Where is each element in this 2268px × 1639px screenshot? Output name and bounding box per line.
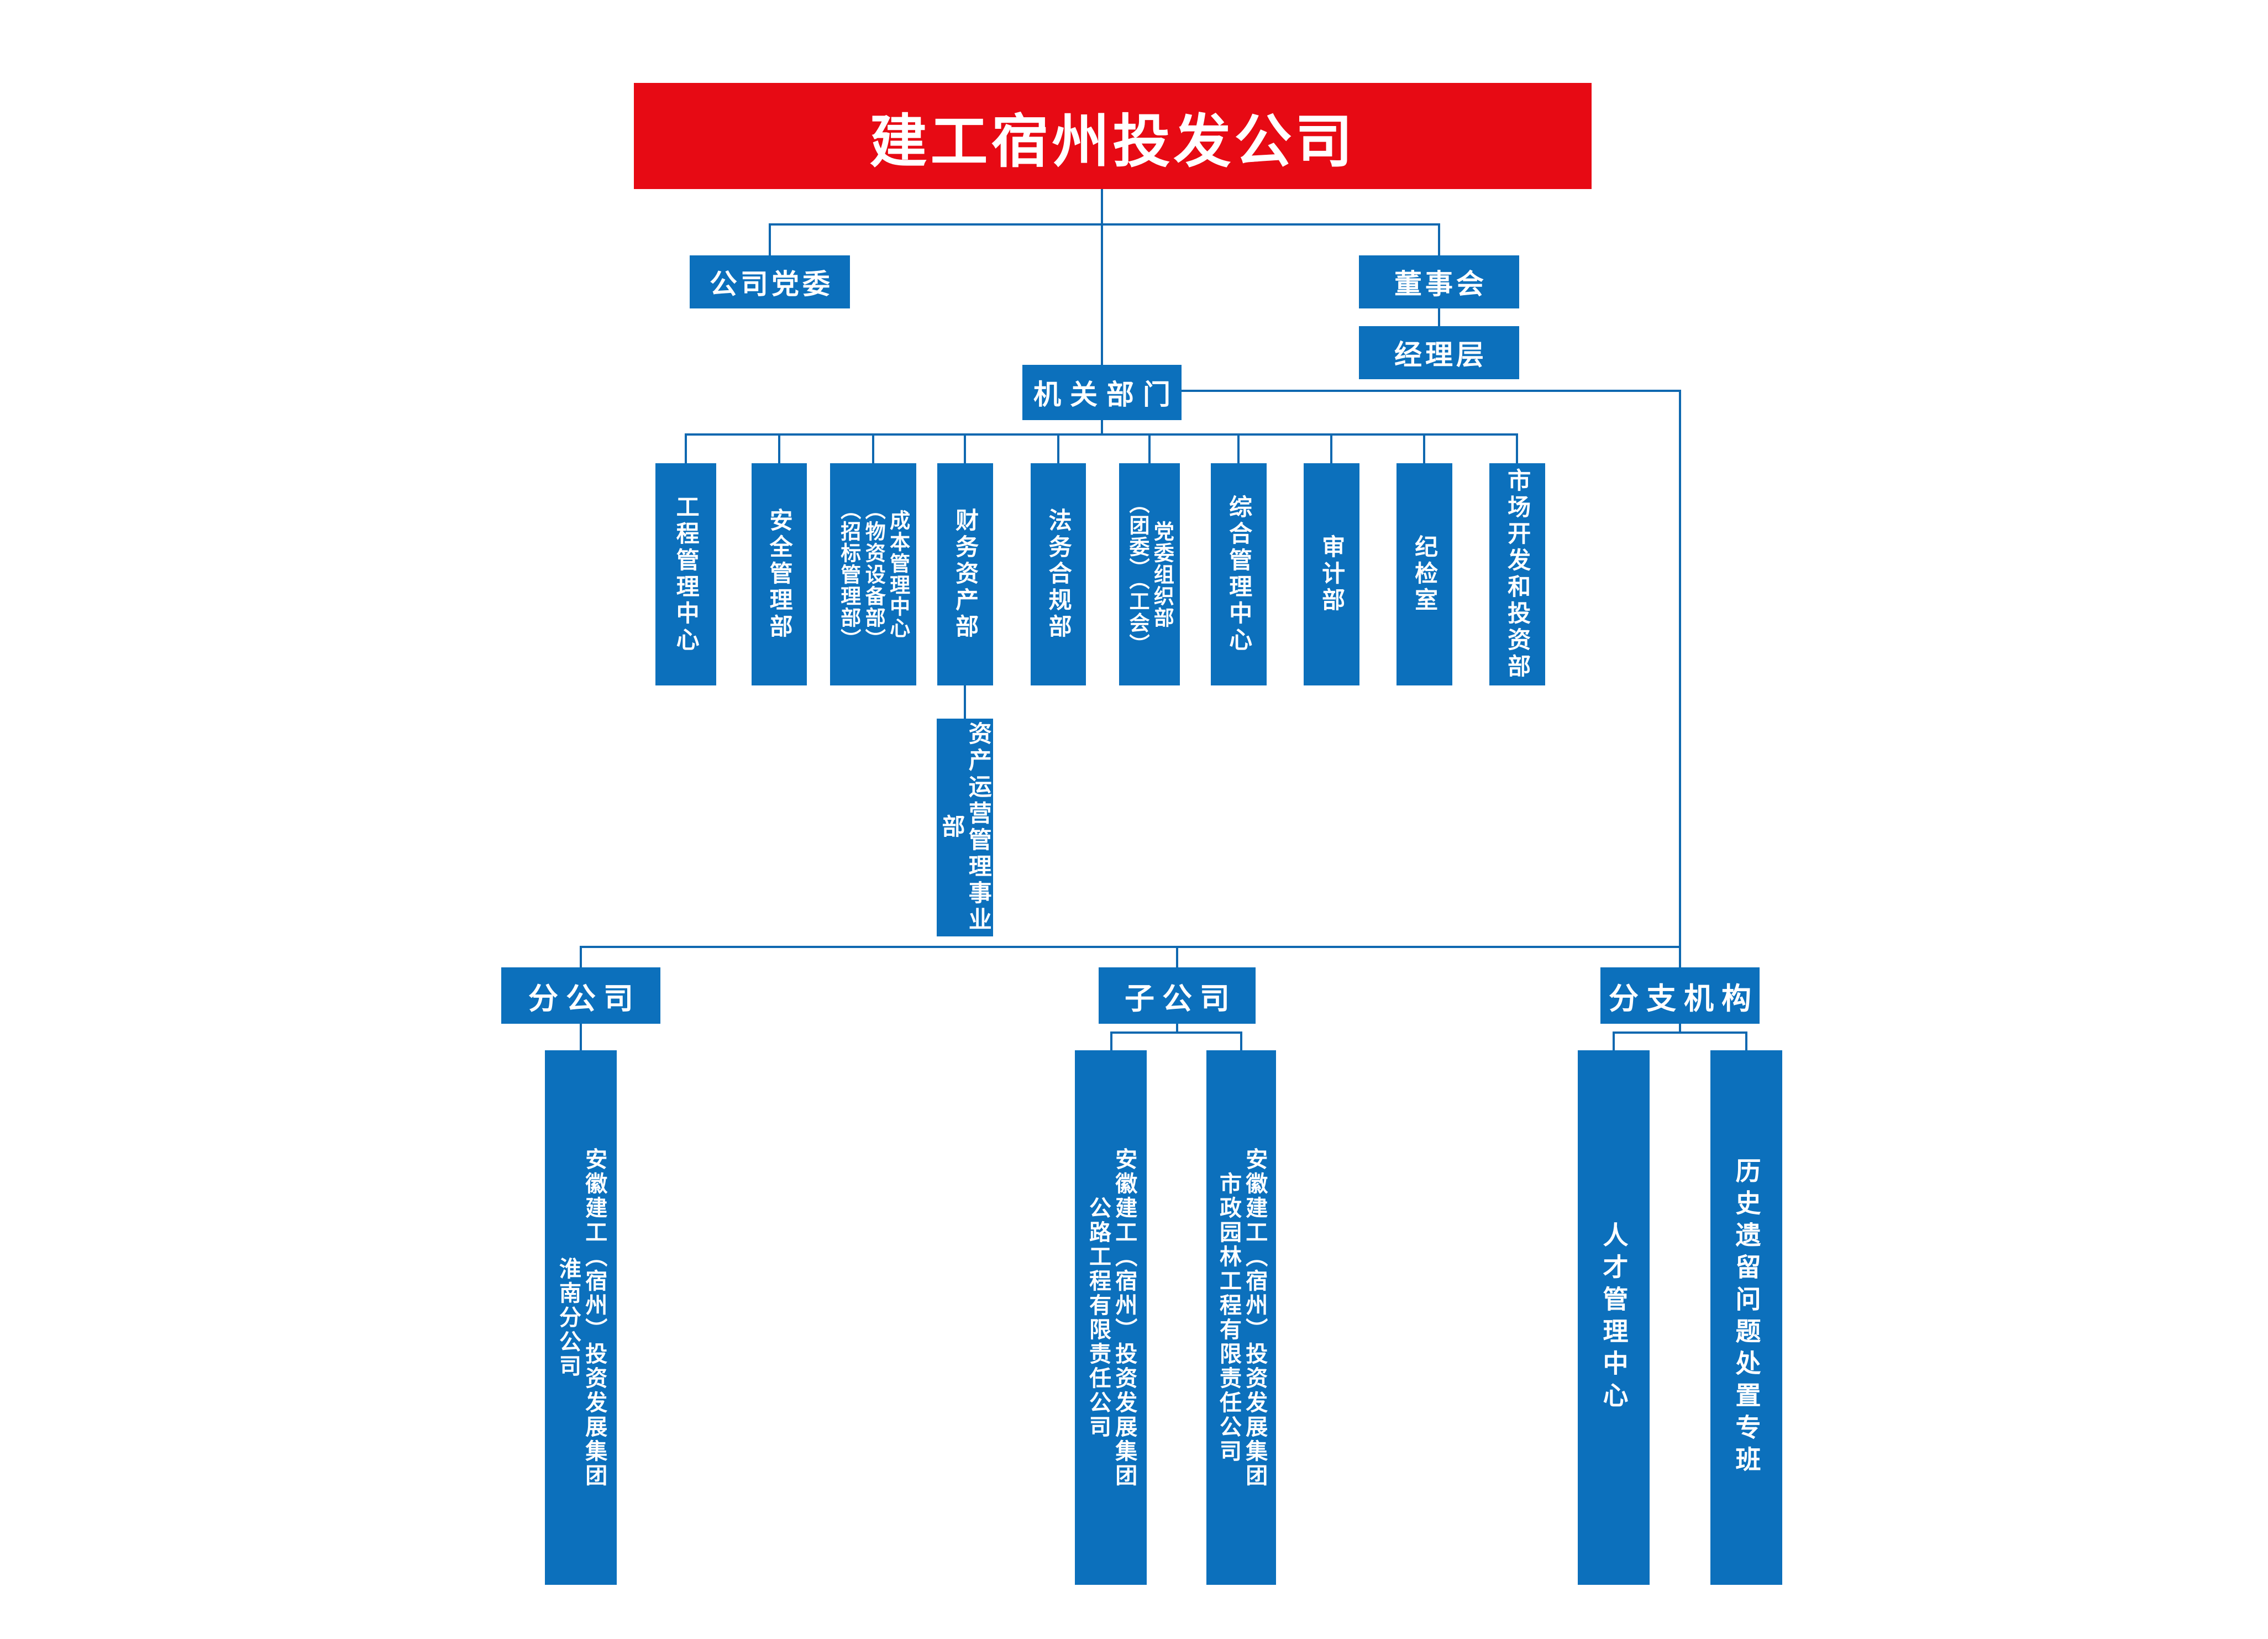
road-engineering-company-box: 安徽建工（宿州）投资发展集团 公路工程有限责任公司 xyxy=(1075,1050,1147,1585)
department-label: （招标管理部） xyxy=(837,499,861,650)
department-box-audit-dept: 审计部 xyxy=(1304,463,1359,685)
connector-line xyxy=(685,433,1518,436)
department-box-party-organization-dept: 党委组织部 （团委）（工会） xyxy=(1119,463,1180,685)
connector-line xyxy=(580,1024,582,1050)
department-box-market-development-investment-dept: 市场开发和投资部 xyxy=(1489,463,1545,685)
connector-line xyxy=(1613,1031,1615,1050)
department-box-discipline-inspection-office: 纪检室 xyxy=(1397,463,1452,685)
connector-line xyxy=(1679,390,1681,968)
connector-line xyxy=(872,433,874,463)
connector-line xyxy=(1182,390,1681,392)
department-box-comprehensive-management-center: 综合管理中心 xyxy=(1211,463,1267,685)
connector-line xyxy=(778,433,780,463)
department-box-safety-management-dept: 安全管理部 xyxy=(752,463,807,685)
department-label: 纪检室 xyxy=(1411,535,1439,614)
company-label: 安徽建工（宿州）投资发展集团 xyxy=(581,1147,607,1488)
category-branch-company-label: 分公司 xyxy=(528,981,641,1016)
office-departments-box: 机关部门 xyxy=(1022,365,1182,420)
board-of-directors-box: 董事会 xyxy=(1359,255,1519,308)
connector-line xyxy=(964,433,966,463)
connector-line xyxy=(1240,1031,1242,1050)
category-branch-institution-box: 分支机构 xyxy=(1600,967,1760,1024)
department-box-legal-compliance-dept: 法务合规部 xyxy=(1031,463,1086,685)
category-branch-company-box: 分公司 xyxy=(501,967,660,1024)
municipal-garden-company-box: 安徽建工（宿州）投资发展集团 市政园林工程有限责任公司 xyxy=(1206,1050,1276,1585)
department-box-engineering-management-center: 工程管理中心 xyxy=(655,463,716,685)
connector-line xyxy=(1148,433,1151,463)
connector-line xyxy=(580,946,1681,948)
connector-line xyxy=(1110,1031,1112,1050)
connector-line xyxy=(1745,1031,1747,1050)
department-label: 成本管理中心 xyxy=(886,510,910,639)
connector-line xyxy=(1101,420,1103,434)
department-label: 法务合规部 xyxy=(1045,508,1073,641)
office-departments-label: 机关部门 xyxy=(1033,379,1179,411)
department-label: 市场开发和投资部 xyxy=(1504,468,1531,680)
connector-line xyxy=(964,685,966,719)
department-label: （团委）（工会） xyxy=(1126,493,1149,656)
connector-line xyxy=(769,223,771,255)
connector-line xyxy=(1101,189,1103,365)
connector-line xyxy=(1679,1024,1681,1033)
talent-management-center-box: 人才管理中心 xyxy=(1578,1050,1650,1585)
connector-line xyxy=(1613,1031,1747,1034)
company-label: 安徽建工（宿州）投资发展集团 xyxy=(1111,1147,1137,1488)
connector-line xyxy=(1176,1024,1178,1033)
connector-line xyxy=(1438,308,1440,326)
company-label: 市政园林工程有限责任公司 xyxy=(1216,1171,1241,1464)
legacy-issues-taskforce-box: 历史遗留问题处置专班 xyxy=(1710,1050,1782,1585)
connector-line xyxy=(1057,433,1059,463)
category-branch-institution-label: 分支机构 xyxy=(1609,981,1759,1016)
institution-label: 历史遗留问题处置专班 xyxy=(1731,1157,1762,1478)
party-committee-box: 公司党委 xyxy=(690,255,850,308)
asset-operations-box: 资产运营管理事业部 xyxy=(937,719,993,936)
connector-line xyxy=(580,946,582,967)
department-label: 审计部 xyxy=(1318,535,1346,614)
connector-line xyxy=(1176,946,1178,967)
board-of-directors-label: 董事会 xyxy=(1394,268,1487,300)
category-subsidiary-box: 子公司 xyxy=(1099,967,1256,1024)
connector-line xyxy=(685,433,687,463)
department-label: （物资设备部） xyxy=(862,499,886,650)
connector-line xyxy=(1423,433,1425,463)
company-label: 安徽建工（宿州）投资发展集团 xyxy=(1242,1147,1268,1488)
company-label: 公路工程有限责任公司 xyxy=(1085,1196,1111,1439)
company-title-banner: 建工宿州投发公司 xyxy=(634,83,1592,189)
company-label: 淮南分公司 xyxy=(555,1256,581,1379)
category-subsidiary-label: 子公司 xyxy=(1125,981,1237,1016)
company-title: 建工宿州投发公司 xyxy=(869,107,1356,175)
department-label: 党委组织部 xyxy=(1150,520,1174,629)
institution-label: 人才管理中心 xyxy=(1599,1221,1629,1414)
department-label: 安全管理部 xyxy=(766,508,794,641)
department-label: 财务资产部 xyxy=(952,508,979,641)
department-label: 综合管理中心 xyxy=(1225,495,1253,654)
management-layer-label: 经理层 xyxy=(1394,339,1487,371)
connector-line xyxy=(769,223,1440,226)
huainan-branch-company-box: 安徽建工（宿州）投资发展集团 淮南分公司 xyxy=(545,1050,617,1585)
management-layer-box: 经理层 xyxy=(1359,326,1519,379)
department-box-cost-management-center: 成本管理中心 （物资设备部） （招标管理部） xyxy=(830,463,916,685)
connector-line xyxy=(1237,433,1240,463)
department-label: 工程管理中心 xyxy=(673,495,700,654)
department-box-finance-assets-dept: 财务资产部 xyxy=(937,463,993,685)
connector-line xyxy=(1110,1031,1242,1034)
connector-line xyxy=(1330,433,1332,463)
connector-line xyxy=(1438,223,1440,255)
party-committee-label: 公司党委 xyxy=(710,268,833,300)
connector-line xyxy=(1516,433,1518,463)
asset-operations-label: 资产运营管理事业部 xyxy=(938,721,993,934)
